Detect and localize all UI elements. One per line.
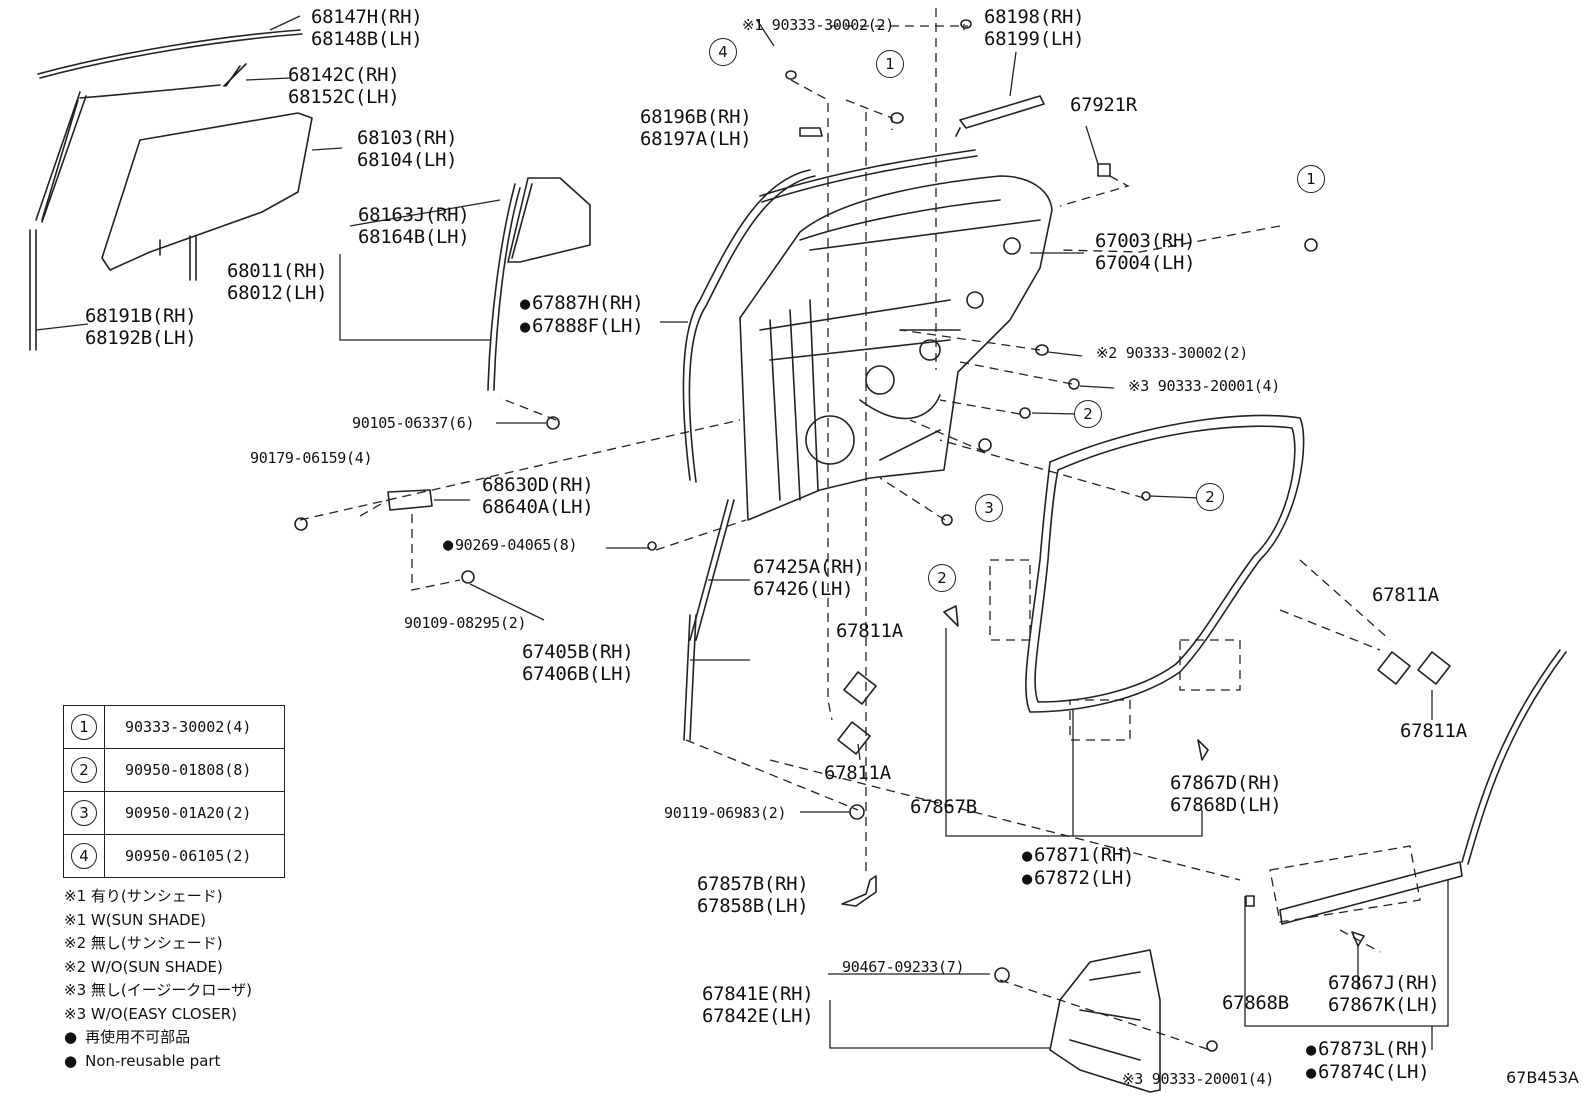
label-clip-67867j[interactable]: 67867J(RH)67867K(LH) (1328, 972, 1440, 1016)
label-weatherstrip-main[interactable]: 67871(RH)67872(LH) (1022, 844, 1135, 890)
legend-key: 3 (71, 800, 97, 826)
trim-board-shape (1049, 949, 1161, 1093)
note-line: ※2 無し(サンシェード) (64, 934, 223, 952)
label-lower-frame[interactable]: 67405B(RH)67406B(LH) (522, 641, 634, 685)
label-bolt-90105[interactable]: 90105-06337(6) (352, 414, 475, 432)
label-bolt-90109[interactable]: 90109-08295(2) (404, 614, 527, 632)
note-line: ※3 W/O(EASY CLOSER) (64, 1004, 237, 1023)
label-hole-plug-low[interactable]: ※3 90333-20001(4) (1128, 377, 1280, 395)
glass-run-lower-shape (29, 229, 37, 351)
label-belt-moulding[interactable]: 67425A(RH)67426(LH) (753, 556, 865, 600)
legend-row: 4 90950-06105(2) (63, 834, 285, 878)
door-weatherstrip-shape (682, 169, 816, 483)
division-bar-shape (507, 177, 591, 263)
door-glass-shape (101, 112, 313, 271)
label-division-bar[interactable]: 68011(RH)68012(LH) (227, 260, 328, 304)
hinge-bracket-shape (799, 127, 823, 137)
label-hole-plug-bottom[interactable]: ※3 90333-20001(4) (1122, 1070, 1274, 1088)
label-plug-67921[interactable]: 67921R (1070, 94, 1137, 116)
legend-row: 1 90333-30002(4) (63, 705, 285, 749)
legend-key: 2 (71, 757, 97, 783)
outer-weatherstrip-shape (41, 63, 247, 221)
label-division-bar-seal[interactable]: 68163J(RH)68164B(LH) (358, 204, 470, 248)
weatherstrip-main-shape (1025, 414, 1305, 713)
label-bolt-90179[interactable]: 90179-06159(4) (250, 449, 373, 467)
label-pad-67811-d[interactable]: 67811A (1400, 720, 1467, 742)
note-line: ※1 有り(サンシェード) (64, 887, 223, 905)
callout-2-c[interactable]: 2 (928, 564, 956, 592)
label-service-hole-cover[interactable]: 67857B(RH)67858B(LH) (697, 873, 809, 917)
label-door-weatherstrip[interactable]: 67887H(RH)67888F(LH) (520, 292, 644, 338)
service-hole-cover-shape (841, 875, 877, 907)
window-regulator-shape (387, 489, 433, 511)
label-pad-67811-a[interactable]: 67811A (836, 620, 903, 642)
legend-key: 4 (71, 843, 97, 869)
legend-part: 90333-30002(4) (104, 705, 285, 749)
label-outer-weatherstrip[interactable]: 68142C(RH)68152C(LH) (288, 64, 400, 108)
callout-1-top[interactable]: 1 (876, 50, 904, 78)
callout-3[interactable]: 3 (975, 494, 1003, 522)
legend-part: 90950-06105(2) (104, 834, 285, 878)
label-lower-moulding[interactable]: 67873L(RH)67874C(LH) (1306, 1038, 1430, 1084)
lower-frame-shape (683, 614, 697, 741)
check-assy-shape (955, 95, 1045, 137)
label-bolt-90119[interactable]: 90119-06983(2) (664, 804, 787, 822)
callout-4[interactable]: 4 (709, 38, 737, 66)
label-clip-67867d[interactable]: 67867D(RH)67868D(LH) (1170, 772, 1282, 816)
label-clip-67868b[interactable]: 67868B (1222, 992, 1289, 1014)
label-trim-board[interactable]: 67841E(RH)67842E(LH) (702, 983, 814, 1027)
legend-row: 2 90950-01808(8) (63, 748, 285, 792)
label-screw-90467[interactable]: 90467-09233(7) (842, 958, 965, 976)
label-glass-run-rear[interactable]: 68147H(RH)68148B(LH) (311, 6, 423, 50)
label-screw-90269[interactable]: 90269-04065(8) (443, 536, 577, 554)
label-glass-run-lower[interactable]: 68191B(RH)68192B(LH) (85, 305, 197, 349)
label-clip-67867b[interactable]: 67867B (910, 796, 977, 818)
note-line: ※1 W(SUN SHADE) (64, 910, 206, 929)
diagram-id: 67B453A (1506, 1068, 1579, 1087)
note-line: ※3 無し(イージークローザ) (64, 981, 252, 999)
label-door-glass[interactable]: 68103(RH)68104(LH) (357, 127, 458, 171)
label-window-regulator[interactable]: 68630D(RH)68640A(LH) (482, 474, 594, 518)
callout-2-a[interactable]: 2 (1074, 400, 1102, 428)
label-hole-plug-mid[interactable]: ※2 90333-30002(2) (1096, 344, 1248, 362)
legend-key: 1 (71, 714, 97, 740)
lower-moulding-shape (1279, 649, 1567, 925)
legend-part: 90950-01808(8) (104, 748, 285, 792)
label-door-panel[interactable]: 67003(RH)67004(LH) (1095, 230, 1196, 274)
label-hole-plug-top[interactable]: ※1 90333-30002(2) (742, 16, 894, 34)
note-line-nonreusable-en: Non-reusable part (64, 1050, 252, 1074)
note-line: ※2 W/O(SUN SHADE) (64, 957, 223, 976)
label-check-assy[interactable]: 68198(RH)68199(LH) (984, 6, 1085, 50)
fastener-legend-table: 1 90333-30002(4) 2 90950-01808(8) 3 90950-0… (63, 705, 285, 878)
note-line-nonreusable-ja: 再使用不可部品 (64, 1026, 252, 1050)
label-pad-67811-b[interactable]: 67811A (824, 762, 891, 784)
label-pad-67811-c[interactable]: 67811A (1372, 584, 1439, 606)
callout-1-right[interactable]: 1 (1297, 165, 1325, 193)
notes-block: ※1 有り(サンシェード) ※1 W(SUN SHADE) ※2 無し(サンシェ… (64, 885, 252, 1073)
callout-2-b[interactable]: 2 (1196, 483, 1224, 511)
legend-row: 3 90950-01A20(2) (63, 791, 285, 835)
door-panel-shape (739, 175, 1053, 521)
glass-run-upper (37, 29, 303, 79)
legend-part: 90950-01A20(2) (104, 791, 285, 835)
label-hinge-bracket[interactable]: 68196B(RH)68197A(LH) (640, 106, 752, 150)
